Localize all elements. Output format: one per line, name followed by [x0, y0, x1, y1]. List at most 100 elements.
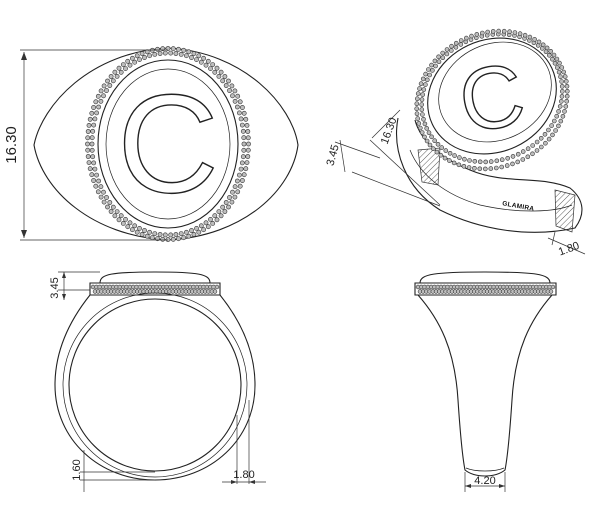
- pave-bead: [477, 166, 483, 172]
- pave-bead: [417, 86, 422, 91]
- pave-bead: [152, 231, 158, 236]
- pave-bead: [414, 96, 420, 101]
- pave-bead: [499, 164, 505, 170]
- pave-bead: [479, 30, 485, 36]
- pave-bead: [218, 213, 224, 219]
- pave-bead: [91, 122, 97, 128]
- pave-bead: [451, 160, 457, 166]
- pave-bead: [137, 57, 142, 62]
- pave-bead: [564, 94, 570, 99]
- pave-bead: [85, 135, 91, 141]
- pave-bead: [419, 102, 425, 107]
- pave-bead: [98, 184, 104, 190]
- dim-iso-width-label: 1.80: [557, 240, 581, 259]
- top-view-face-outer: [97, 59, 239, 229]
- pave-bead: [232, 194, 238, 200]
- pave-bead: [234, 178, 240, 184]
- pave-bead: [216, 209, 222, 214]
- pave-bead: [440, 50, 446, 56]
- top-view-face-inner: [105, 68, 231, 220]
- pave-bead: [227, 195, 232, 200]
- side-pave-beads: [415, 284, 556, 294]
- pave-bead: [229, 199, 235, 205]
- pave-bead: [246, 141, 251, 147]
- pave-bead: [448, 48, 454, 53]
- pave-bead: [139, 231, 145, 237]
- pave-bead: [414, 101, 420, 106]
- pave-bead: [108, 209, 114, 214]
- pave-bead: [196, 229, 202, 235]
- pave-bead: [435, 142, 441, 147]
- pave-bead: [421, 117, 426, 122]
- front-view: [54, 271, 256, 481]
- pave-bead: [456, 162, 462, 168]
- pave-bead: [94, 172, 99, 178]
- pave-bead: [129, 55, 135, 61]
- pave-bead: [474, 32, 480, 37]
- pave-bead: [218, 69, 224, 75]
- pave-bead: [490, 29, 496, 34]
- pave-bead: [522, 32, 528, 38]
- pave-bead: [137, 225, 142, 231]
- pave-bead: [540, 42, 546, 48]
- pave-bead: [421, 87, 427, 92]
- pave-bead: [170, 46, 176, 52]
- pave-bead: [87, 116, 93, 122]
- pave-bead: [496, 28, 502, 34]
- pave-bead: [564, 84, 570, 89]
- pave-bead: [98, 194, 104, 200]
- pave-bead: [549, 123, 554, 128]
- pave-bead: [114, 209, 120, 214]
- pave-bead: [501, 28, 507, 34]
- pave-bead: [426, 130, 432, 135]
- pave-bead: [205, 224, 211, 230]
- pave-bead: [203, 62, 209, 68]
- pave-bead: [505, 156, 511, 161]
- pave-bead: [183, 229, 189, 235]
- pave-bead: [186, 49, 192, 55]
- pave-bead: [237, 183, 243, 189]
- pave-bead: [458, 38, 464, 43]
- pave-bead: [176, 46, 181, 52]
- pave-bead: [127, 220, 133, 226]
- pave-bead: [234, 104, 240, 110]
- pave-bead: [191, 231, 197, 237]
- pave-bead: [198, 59, 204, 65]
- pave-bead: [532, 37, 537, 42]
- pave-bead: [157, 232, 163, 237]
- pave-bead: [85, 141, 90, 147]
- pave-bead: [517, 31, 523, 37]
- dim-front-right-label: 1.80: [233, 469, 254, 481]
- pave-bead: [472, 159, 478, 164]
- pave-bead: [226, 204, 231, 210]
- pave-bead: [559, 89, 565, 94]
- pave-bead: [423, 71, 428, 77]
- pave-bead: [494, 158, 500, 164]
- pave-bead: [449, 43, 454, 49]
- side-shank-base: [465, 467, 505, 472]
- pave-bead: [477, 159, 483, 165]
- pave-bead: [420, 92, 426, 97]
- pave-bead: [86, 160, 92, 165]
- pave-bead: [436, 59, 442, 65]
- pave-bead: [424, 77, 430, 83]
- pave-bead: [551, 52, 557, 58]
- pave-bead: [453, 40, 459, 46]
- pave-bead: [433, 63, 438, 69]
- pave-bead: [442, 155, 448, 161]
- pave-bead: [543, 49, 549, 55]
- pave-bead: [168, 232, 174, 238]
- pave-bead: [89, 147, 95, 153]
- pave-bead: [510, 154, 516, 159]
- top-view-engraved-letter: C: [117, 65, 218, 222]
- pave-bead: [125, 58, 131, 64]
- pave-bead: [89, 110, 95, 116]
- pave-bead: [181, 235, 187, 241]
- pave-bead: [515, 159, 521, 165]
- pave-bead: [105, 204, 110, 210]
- pave-bead: [554, 56, 560, 62]
- pave-bead: [139, 51, 145, 56]
- pave-bead: [98, 88, 104, 94]
- pave-bead: [229, 83, 235, 89]
- pave-bead: [105, 78, 110, 84]
